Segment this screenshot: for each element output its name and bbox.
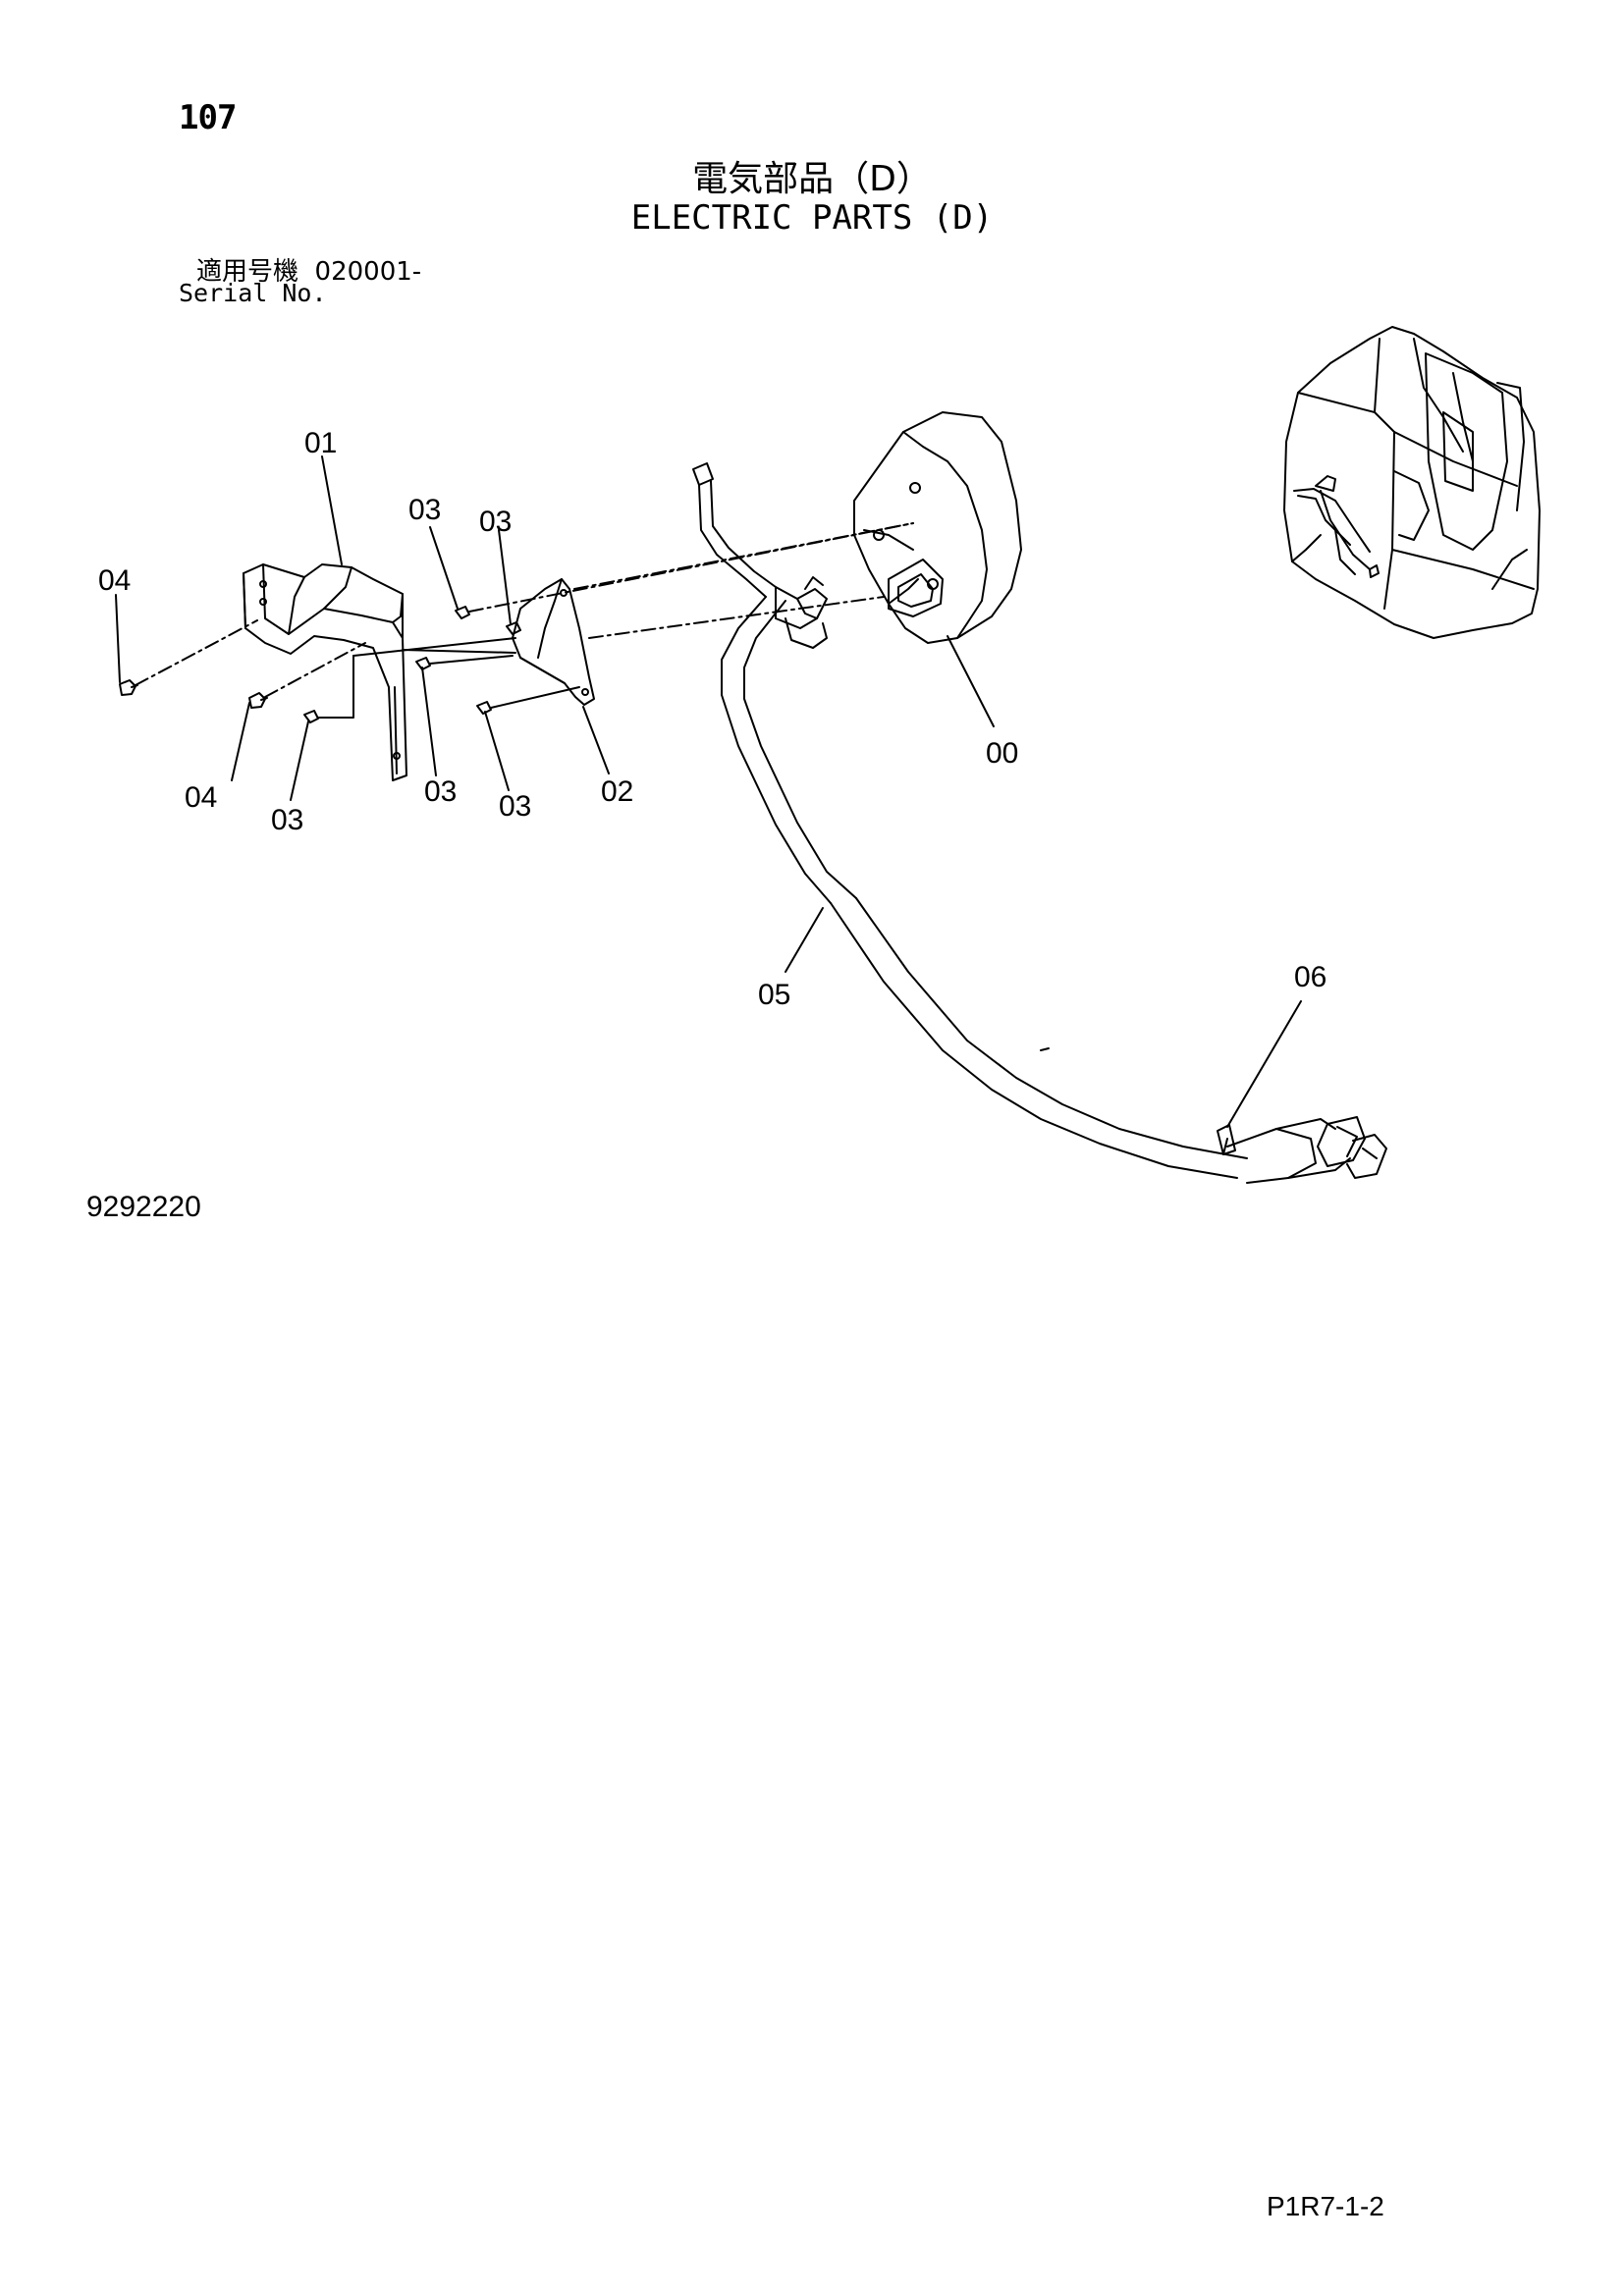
drawing-number: 9292220	[86, 1191, 201, 1223]
serial-label-japanese: 適用号機 020001-	[196, 251, 421, 288]
leader-01	[321, 455, 343, 565]
screw-03-middle	[415, 657, 431, 670]
callout-00: 00	[986, 737, 1018, 770]
callout-03-lower-left: 03	[271, 804, 303, 836]
callout-01: 01	[304, 427, 337, 459]
callout-06: 06	[1294, 961, 1326, 993]
leader-03-top-left	[429, 526, 459, 610]
monitor-00	[853, 411, 1022, 644]
leader-03-top-right	[498, 529, 512, 625]
callout-03-bottom: 03	[499, 790, 531, 823]
title-japanese: 電気部品（D）	[692, 159, 932, 199]
page-number: 107	[179, 98, 237, 137]
leader-06	[1226, 1000, 1302, 1128]
bolt-04-b	[248, 692, 268, 709]
screw-03-top-right	[506, 621, 521, 635]
callout-02: 02	[601, 775, 633, 808]
leader-04-a	[115, 594, 121, 683]
leader-03-lower-left	[290, 721, 309, 801]
callout-03-top-right: 03	[479, 506, 512, 538]
page-code: P1R7-1-2	[1267, 2191, 1384, 2221]
leader-03-bottom	[484, 711, 510, 791]
leader-00	[947, 635, 995, 727]
leader-04-b	[231, 702, 250, 781]
title-english: ELECTRIC PARTS (D)	[630, 198, 994, 238]
callout-05: 05	[758, 979, 790, 1011]
callout-03-middle: 03	[424, 775, 457, 808]
screw-03-lower-left	[303, 710, 319, 723]
serial-label-english: Serial No.	[179, 279, 327, 307]
leader-05	[785, 907, 824, 973]
callout-03-top-left: 03	[408, 494, 441, 526]
harness-05	[692, 462, 1387, 1184]
screw-03-top-left	[455, 606, 470, 619]
callout-04-b: 04	[185, 781, 217, 814]
bolt-04-a	[119, 679, 138, 696]
serial-value: 020001-	[314, 257, 422, 287]
bracket-01	[243, 563, 407, 781]
clip-06	[1217, 1124, 1236, 1155]
leader-02	[582, 706, 610, 774]
callout-04-a: 04	[98, 564, 131, 597]
cab-inset-drawing	[1283, 326, 1541, 639]
serial-label-ja-text: 適用号機	[196, 257, 299, 287]
screw-03-bottom	[476, 701, 492, 715]
bracket-02	[512, 578, 595, 706]
leader-03-middle	[421, 667, 437, 776]
